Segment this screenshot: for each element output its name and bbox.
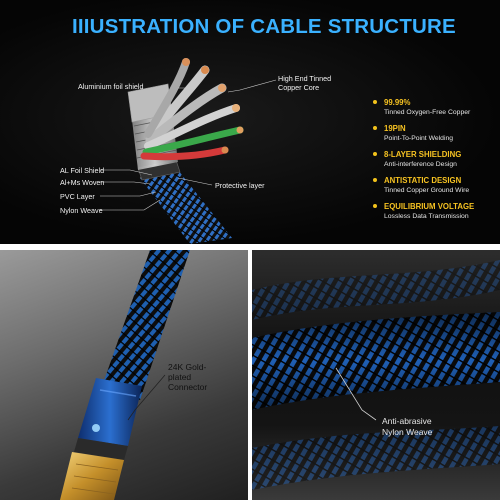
connector-label-line1: 24K Gold- [168, 362, 207, 372]
feature-subtitle: Point-To-Point Welding [384, 135, 454, 142]
feature-title: 19PIN [384, 124, 406, 133]
braid-illustration [252, 260, 500, 490]
connector-illustration [60, 250, 190, 500]
page-title: IIIUSTRATION OF CABLE STRUCTURE [72, 15, 456, 38]
label-nylon-weave: Nylon Weave [60, 206, 103, 215]
feature-subtitle: Anti-interference Design [384, 161, 457, 168]
label-protective-layer: Protective layer [215, 181, 265, 190]
bullet-dot-icon [373, 100, 377, 104]
label-aluminium-foil-shield: Aluminium foil shield [78, 82, 144, 91]
inner-wires [140, 58, 244, 161]
feature-title: 8-LAYER SHIELDING [384, 150, 462, 159]
feature-item: 99.99% Tinned Oxygen-Free Copper [373, 98, 471, 117]
bullet-dot-icon [373, 152, 377, 156]
braid-label-line1: Anti-abrasive [382, 416, 432, 426]
bullet-dot-icon [373, 204, 377, 208]
feature-subtitle: Tinned Oxygen-Free Copper [384, 109, 471, 116]
label-al-mg-woven: Al+Ms Woven [60, 178, 105, 187]
feature-title: ANTISTATIC DESIGN [384, 176, 462, 185]
label-pvc-layer: PVC Layer [60, 192, 95, 201]
connector-label-line3: Connector [168, 382, 208, 392]
feature-subtitle: Lossless Data Transmission [384, 213, 469, 220]
feature-item: ANTISTATIC DESIGN Tinned Copper Ground W… [373, 176, 470, 195]
section-divider [0, 244, 500, 250]
bullet-dot-icon [373, 178, 377, 182]
feature-subtitle: Tinned Copper Ground Wire [384, 187, 470, 194]
cable-structure-illustration [100, 58, 277, 244]
leader-lines [100, 79, 277, 211]
braid-label-line2: Nylon Weave [382, 427, 433, 437]
label-al-foil-shield: AL Foil Shield [60, 166, 105, 175]
bullet-dot-icon [373, 126, 377, 130]
braid-photo: Anti-abrasive Nylon Weave [252, 250, 500, 500]
label-copper-core-line2: Copper Core [278, 83, 320, 92]
feature-title: EQUILIBRIUM VOLTAGE [384, 202, 475, 211]
connector-label-line2: plated [168, 372, 192, 382]
cable-structure-section: IIIUSTRATION OF CABLE STRUCTURE [0, 0, 500, 244]
feature-item: 8-LAYER SHIELDING Anti-interference Desi… [373, 150, 462, 169]
feature-title: 99.99% [384, 98, 411, 107]
label-copper-core-line1: High End Tinned [278, 74, 332, 83]
connector-photo: 24K Gold- plated Connector [0, 250, 248, 500]
feature-item: EQUILIBRIUM VOLTAGE Lossless Data Transm… [373, 202, 475, 221]
feature-item: 19PIN Point-To-Point Welding [373, 124, 454, 143]
